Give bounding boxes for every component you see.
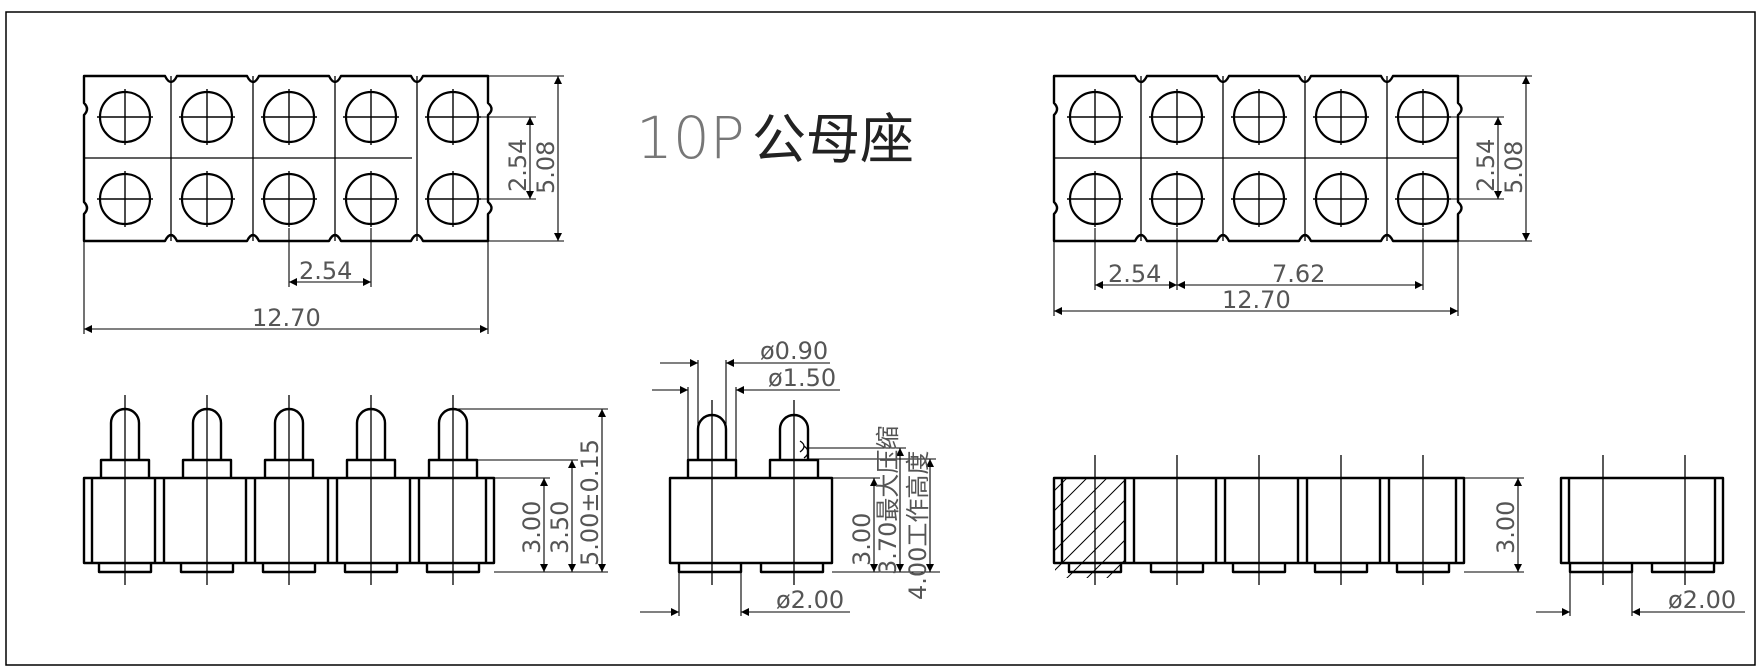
dim-width: 12.70 bbox=[252, 304, 321, 332]
dim-pitch: 2.54 bbox=[1108, 260, 1161, 288]
side-right-body bbox=[1052, 476, 1466, 565]
dim-height: 5.08 bbox=[532, 141, 560, 194]
drawing-frame bbox=[5, 11, 1756, 666]
dim-span: 7.62 bbox=[1272, 260, 1325, 288]
top-left-view: 2.54 12.70 2.54 5.08 bbox=[82, 74, 564, 334]
dim-pitch: 2.54 bbox=[299, 257, 352, 285]
dim-max-compression: 3.70最大压缩 bbox=[874, 426, 902, 575]
side-middle-view: ø0.90 ø1.50 3.00 3.70最大压缩 4.00工作高度 ø2.00 bbox=[640, 337, 940, 616]
end-view: ø2.00 bbox=[1536, 455, 1745, 616]
dim-pin-tip-dia: ø0.90 bbox=[760, 337, 828, 365]
dim-base-dia: ø2.00 bbox=[1668, 586, 1736, 614]
dim-base-dia: ø2.00 bbox=[776, 586, 844, 614]
title-model: 10P bbox=[636, 104, 745, 172]
dim-working-height: 4.00工作高度 bbox=[904, 451, 932, 600]
end-body bbox=[1559, 476, 1725, 565]
dim-width: 12.70 bbox=[1222, 286, 1291, 314]
side-left-view: 3.00 3.50 5.00±0.15 bbox=[82, 395, 608, 585]
dim-pin-dia: ø1.50 bbox=[768, 364, 836, 392]
dim-row-pitch: 2.54 bbox=[1472, 139, 1500, 192]
title-name: 公母座 bbox=[752, 108, 914, 171]
dim-body-height: 3.00 bbox=[848, 513, 876, 566]
dim-body-height: 3.00 bbox=[518, 501, 546, 554]
side-left-body bbox=[82, 476, 496, 565]
dim-body-height: 3.00 bbox=[1492, 501, 1520, 554]
side-middle-body bbox=[668, 476, 834, 565]
top-right-contacts bbox=[1067, 89, 1451, 227]
dim-total-height: 5.00±0.15 bbox=[576, 439, 604, 566]
top-left-contacts bbox=[97, 89, 481, 227]
dim-pin-step: 3.50 bbox=[546, 501, 574, 554]
top-right-view: 2.54 7.62 12.70 2.54 5.08 bbox=[1052, 74, 1532, 316]
dim-height: 5.08 bbox=[1500, 141, 1528, 194]
side-right-view: 3.00 bbox=[1052, 455, 1524, 585]
dim-row-pitch: 2.54 bbox=[504, 139, 532, 192]
